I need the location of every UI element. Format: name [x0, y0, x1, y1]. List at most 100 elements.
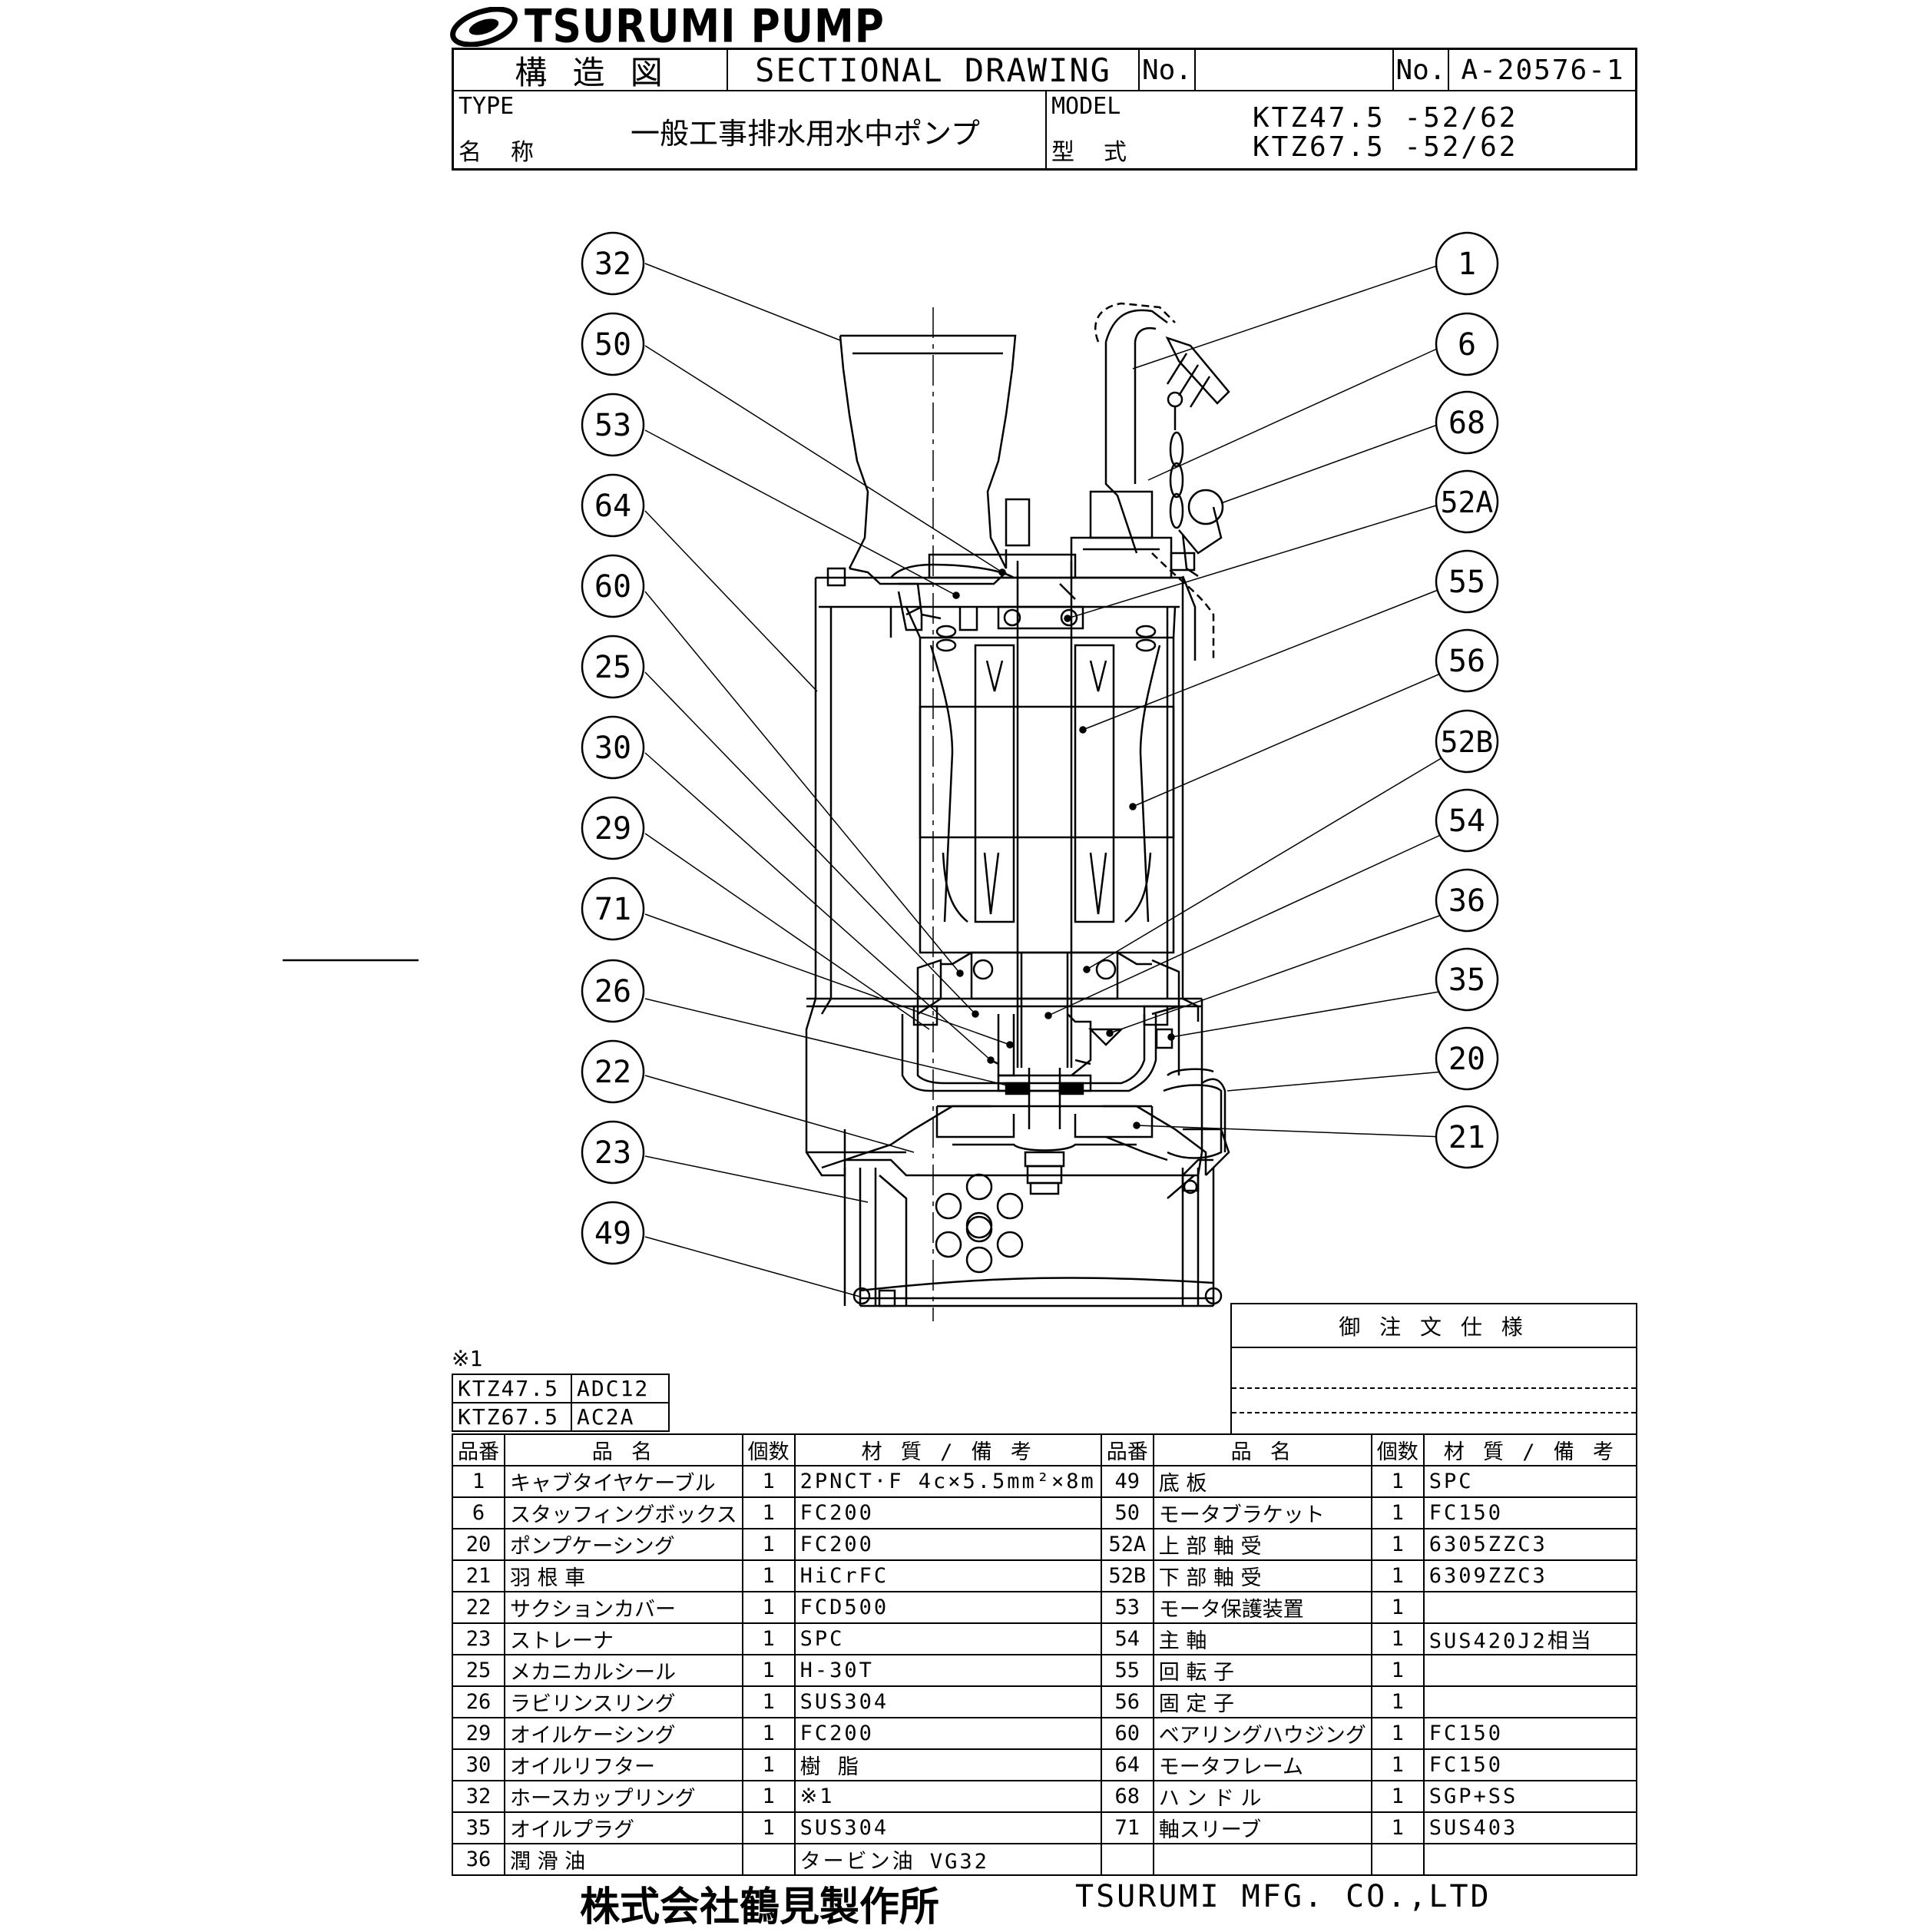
callout-6: 6 — [1435, 312, 1499, 376]
sectional-drawing: 32 50 53 64 60 25 30 29 71 26 22 23 49 1… — [283, 231, 1499, 1321]
part-material: FC150 — [1422, 1717, 1638, 1750]
part-name: 潤 滑 油 — [504, 1843, 743, 1876]
callout-49: 49 — [581, 1201, 645, 1265]
part-qty: 1 — [741, 1811, 796, 1844]
part-no: 35 — [452, 1811, 505, 1844]
header-no: 品番 — [452, 1433, 505, 1466]
part-material: SGP+SS — [1422, 1780, 1638, 1813]
part-qty: 1 — [741, 1780, 796, 1813]
part-name: モータブラケット — [1152, 1496, 1372, 1529]
part-name: モータ保護装置 — [1152, 1591, 1372, 1624]
callout-55: 55 — [1435, 549, 1499, 614]
part-no: 54 — [1100, 1622, 1154, 1655]
part-no: 30 — [452, 1748, 505, 1781]
callout-53: 53 — [581, 393, 645, 457]
part-material: FC200 — [793, 1717, 1102, 1750]
svg-text:54: 54 — [1448, 804, 1485, 839]
svg-text:25: 25 — [594, 650, 631, 685]
part-no: 53 — [1100, 1591, 1154, 1624]
part-qty: 1 — [741, 1559, 796, 1592]
part-qty: 1 — [1370, 1811, 1425, 1844]
part-no: 20 — [452, 1528, 505, 1561]
part-name: ベアリングハウジング — [1152, 1717, 1372, 1750]
callout-32: 32 — [581, 231, 645, 296]
svg-text:6: 6 — [1458, 327, 1476, 363]
svg-text:21: 21 — [1448, 1120, 1485, 1155]
drawing-no-label: No. — [1141, 54, 1193, 86]
part-material: SPC — [1422, 1465, 1638, 1498]
note-model: KTZ47.5 — [452, 1374, 572, 1403]
part-qty: 1 — [1370, 1748, 1425, 1781]
callout-71: 71 — [581, 877, 645, 941]
part-no: 22 — [452, 1591, 505, 1624]
title-en: SECTIONAL DRAWING — [755, 51, 1111, 89]
parts-table: 品番 品 名 個数 材 質 / 備 考 品番 品 名 個数 材 質 / 備 考 … — [452, 1433, 1638, 1876]
company-name-jp: 株式会社鶴見製作所 — [580, 1884, 940, 1930]
svg-text:30: 30 — [594, 731, 631, 766]
part-material — [1422, 1843, 1638, 1876]
part-no: 55 — [1100, 1654, 1154, 1687]
title-jp: 構 造 図 — [515, 53, 666, 91]
part-qty: 1 — [741, 1748, 796, 1781]
part-name: 下 部 軸 受 — [1152, 1559, 1372, 1592]
part-name: 回 転 子 — [1152, 1654, 1372, 1687]
svg-text:60: 60 — [594, 569, 631, 605]
part-name: 上 部 軸 受 — [1152, 1528, 1372, 1561]
callout-54: 54 — [1435, 788, 1499, 853]
part-qty: 1 — [741, 1654, 796, 1687]
part-no: 71 — [1100, 1811, 1154, 1844]
part-name: モータフレーム — [1152, 1748, 1372, 1781]
part-material: タービン油 VG32 — [793, 1843, 1102, 1876]
model-label-jp: 型 式 — [1051, 139, 1135, 166]
callout-22: 22 — [581, 1039, 645, 1104]
callout-68: 68 — [1435, 390, 1499, 455]
part-material: SUS304 — [793, 1685, 1102, 1718]
parts-header-row: 品番 品 名 個数 材 質 / 備 考 品番 品 名 個数 材 質 / 備 考 — [452, 1433, 1638, 1466]
header-name: 品 名 — [1152, 1433, 1372, 1466]
part-name — [1152, 1843, 1372, 1876]
part-material: SPC — [793, 1622, 1102, 1655]
callouts-right: 1 6 68 52A 55 56 52B 54 36 35 20 21 — [1435, 231, 1499, 1169]
model-line-1: KTZ47.5 -52/62 — [1253, 101, 1518, 134]
callout-35: 35 — [1435, 947, 1499, 1012]
callout-23: 23 — [581, 1120, 645, 1185]
part-qty: 1 — [1370, 1685, 1425, 1718]
part-no: 36 — [452, 1843, 505, 1876]
part-material: FC150 — [1422, 1748, 1638, 1781]
callout-1: 1 — [1435, 231, 1499, 296]
svg-text:26: 26 — [594, 974, 631, 1009]
svg-text:56: 56 — [1448, 644, 1485, 679]
callout-20: 20 — [1435, 1026, 1499, 1091]
callout-21: 21 — [1435, 1105, 1499, 1169]
part-name: ハ ン ド ル — [1152, 1780, 1372, 1813]
part-name: ラビリンスリング — [504, 1685, 743, 1718]
svg-text:35: 35 — [1448, 963, 1485, 998]
note-table: KTZ47.5 ADC12 KTZ67.5 AC2A — [452, 1374, 670, 1432]
type-label: TYPE — [458, 92, 515, 120]
callout-64: 64 — [581, 473, 645, 538]
part-material: H-30T — [793, 1654, 1102, 1687]
brand-name: TSURUMI PUMP — [525, 0, 885, 54]
part-material: 樹 脂 — [793, 1748, 1102, 1781]
header-qty: 個数 — [741, 1433, 796, 1466]
note-material: ADC12 — [571, 1374, 670, 1403]
title-block: 構 造 図 SECTIONAL DRAWING No. No. A-20576-… — [452, 48, 1637, 171]
svg-text:23: 23 — [594, 1135, 631, 1171]
order-spec-title: 御 注 文 仕 様 — [1232, 1304, 1636, 1348]
part-no: 49 — [1100, 1465, 1154, 1498]
header-name: 品 名 — [504, 1433, 743, 1466]
part-name: 固 定 子 — [1152, 1685, 1372, 1718]
part-name: 主 軸 — [1152, 1622, 1372, 1655]
svg-text:52A: 52A — [1441, 485, 1494, 519]
doc-no-label: No. — [1395, 54, 1446, 86]
part-no: 64 — [1100, 1748, 1154, 1781]
